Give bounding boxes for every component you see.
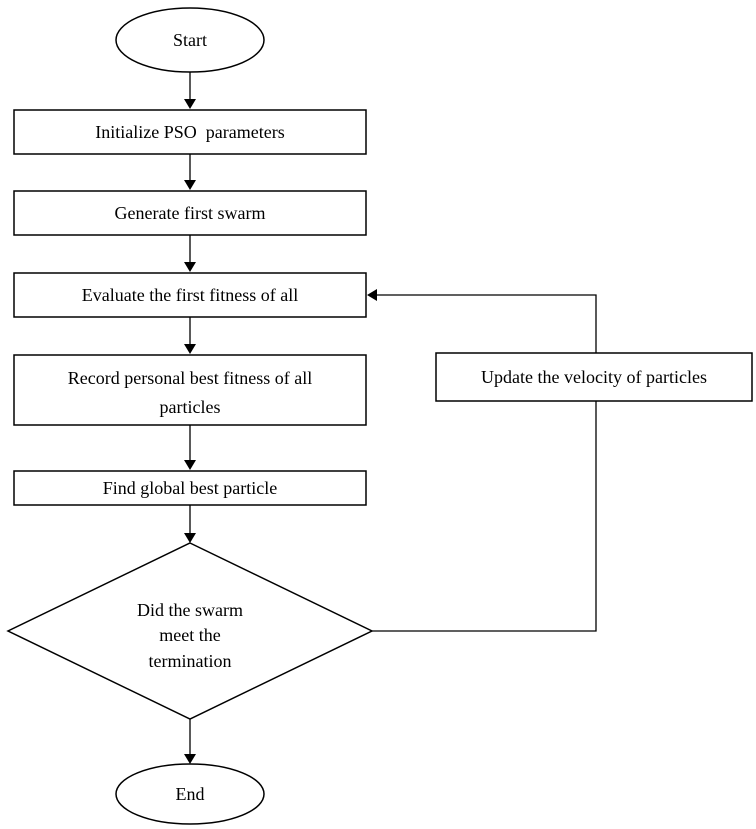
find-global-box (13, 470, 367, 506)
end-terminator: End (115, 763, 265, 825)
generate-label: Generate first swarm (115, 203, 266, 223)
record-box (13, 354, 367, 426)
evaluate-label: Evaluate the first fitness of all (82, 285, 298, 305)
record-label-line2: particles (160, 397, 221, 417)
end-label: End (176, 784, 205, 804)
evaluate-box (13, 272, 367, 318)
initialize-box (13, 109, 367, 155)
step-evaluate-fitness: Evaluate the first fitness of all (13, 272, 367, 318)
find-global-label: Find global best particle (103, 478, 277, 498)
arrow-decision-to-end (184, 719, 196, 764)
arrow-decision-to-update (372, 374, 602, 632)
decision-label-line3: termination (149, 651, 232, 671)
decision-termination: Did the swarm meet the termination (6, 542, 374, 720)
step-initialize-parameters: Initialize PSO parameters (13, 109, 367, 155)
initialize-label: Initialize PSO parameters (95, 122, 284, 142)
arrow-generate-to-evaluate (184, 235, 196, 272)
update-velocity-box (435, 352, 753, 402)
update-velocity-label: Update the velocity of particles (481, 367, 707, 387)
step-generate-swarm: Generate first swarm (13, 190, 367, 236)
step-update-velocity: Update the velocity of particles (435, 352, 753, 402)
step-record-personal-best: Record personal best fitness of all part… (13, 354, 367, 426)
arrow-record-to-find-global (184, 425, 196, 470)
step-find-global-best: Find global best particle (13, 470, 367, 506)
arrow-find-global-to-decision (184, 505, 196, 543)
decision-label-line1: Did the swarm (137, 600, 243, 620)
arrow-initialize-to-generate (184, 154, 196, 190)
start-label: Start (173, 30, 207, 50)
arrow-evaluate-to-record (184, 317, 196, 354)
end-oval (115, 763, 265, 825)
start-terminator: Start (115, 7, 265, 73)
arrow-start-to-initialize (184, 72, 196, 109)
arrow-update-to-evaluate (367, 289, 597, 353)
record-label-line1: Record personal best fitness of all (68, 368, 312, 388)
decision-label-line2: meet the (159, 625, 220, 645)
